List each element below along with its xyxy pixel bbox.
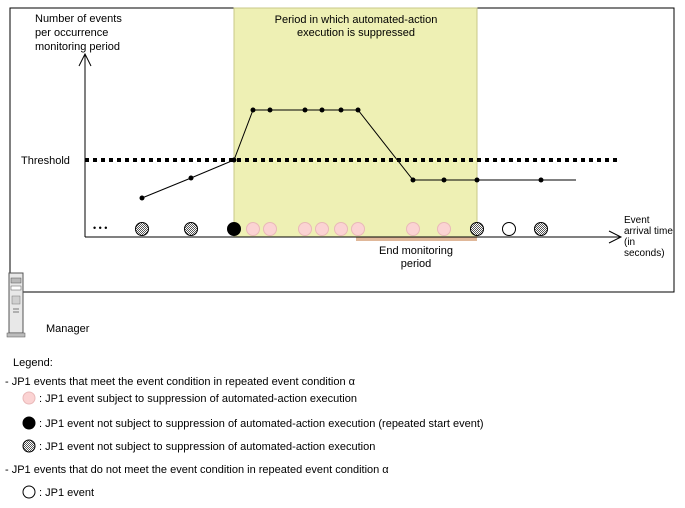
curve-point — [474, 177, 480, 183]
suppressed-period-area — [233, 7, 478, 238]
x-axis-title-line: (in — [624, 237, 635, 248]
end-monitoring-bar — [356, 237, 477, 241]
curve-point — [410, 177, 416, 183]
legend-item-text: : JP1 event — [39, 487, 94, 499]
y-axis-title-line: Number of events — [35, 13, 122, 25]
manager-label: Manager — [46, 323, 90, 335]
x-axis-title-line: arrival time — [624, 226, 673, 237]
suppressed-event-marker — [406, 222, 420, 236]
x-axis-title-line: Event — [624, 215, 650, 226]
legend-unsuppressed-event-icon — [22, 439, 36, 453]
curve-point — [267, 107, 273, 113]
unsuppressed-event-marker — [184, 222, 198, 236]
x-axis-title-line: seconds) — [624, 248, 665, 259]
curve-point — [538, 177, 544, 183]
start-event-marker — [227, 222, 241, 236]
y-axis-title-line: monitoring period — [35, 41, 120, 53]
curve-point — [338, 107, 344, 113]
legend-title: Legend: — [13, 357, 53, 369]
unsuppressed-event-marker — [135, 222, 149, 236]
curve-point — [188, 175, 194, 181]
suppressed-period-label-line: execution is suppressed — [297, 27, 415, 39]
suppressed-event-marker — [437, 222, 451, 236]
nonmatching-event-marker — [502, 222, 516, 236]
legend-item-text: : JP1 event subject to suppression of au… — [39, 393, 357, 405]
x-axis-arrowhead — [608, 230, 623, 244]
suppressed-event-marker — [246, 222, 260, 236]
legend-start-event-icon — [22, 416, 36, 430]
suppressed-event-marker — [298, 222, 312, 236]
y-axis-arrowhead — [78, 52, 92, 67]
suppressed-event-marker — [334, 222, 348, 236]
end-monitoring-label-line: End monitoring — [379, 245, 453, 257]
suppressed-event-marker — [263, 222, 277, 236]
y-axis-title-line: per occurrence — [35, 27, 108, 39]
unsuppressed-event-marker — [470, 222, 484, 236]
suppressed-event-marker — [315, 222, 329, 236]
legend-group2-heading: - JP1 events that do not meet the event … — [5, 464, 389, 476]
legend-suppressed-event-icon — [22, 391, 36, 405]
legend-item-text: : JP1 event not subject to suppression o… — [39, 418, 484, 430]
server-tower-icon — [6, 272, 26, 338]
legend-group1-heading: - JP1 events that meet the event conditi… — [5, 376, 356, 388]
curve-point — [231, 157, 237, 163]
unsuppressed-event-marker — [534, 222, 548, 236]
suppressed-event-marker — [351, 222, 365, 236]
curve-points — [139, 107, 544, 201]
legend-nonmatching-event-icon — [22, 485, 36, 499]
event-markers — [135, 222, 548, 236]
curve-point — [250, 107, 256, 113]
curve-point — [355, 107, 361, 113]
curve-point — [139, 195, 145, 201]
threshold-label: Threshold — [21, 155, 70, 167]
curve-point — [441, 177, 447, 183]
legend-item-text: : JP1 event not subject to suppression o… — [39, 441, 375, 453]
curve-point — [302, 107, 308, 113]
suppressed-period-label-line: Period in which automated-action — [275, 14, 438, 26]
ellipsis: • • • — [93, 223, 107, 233]
end-monitoring-label-line: period — [401, 258, 432, 270]
curve-point — [319, 107, 325, 113]
